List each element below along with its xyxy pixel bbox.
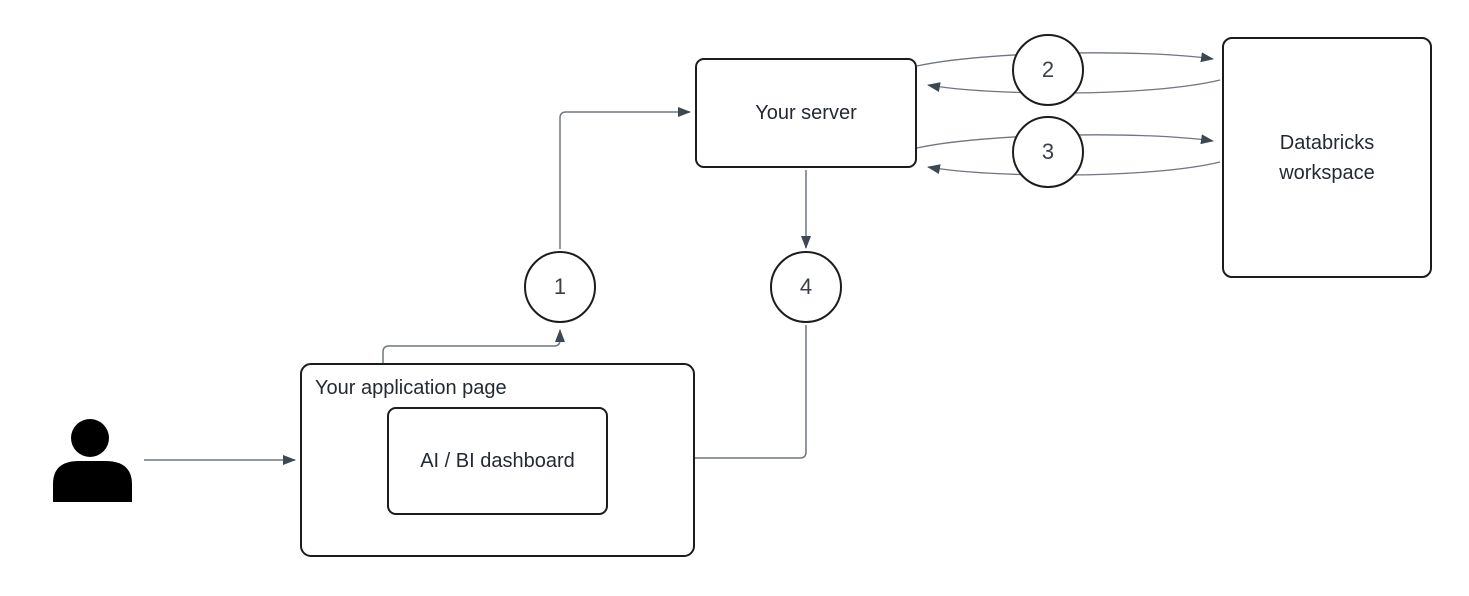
- person-icon: [53, 419, 132, 502]
- node-databricks-workspace: Databricks workspace: [1222, 37, 1432, 278]
- step-badge-3: 3: [1012, 116, 1084, 188]
- server-label: Your server: [755, 102, 857, 124]
- node-your-server: Your server: [695, 58, 917, 168]
- dashboard-label: AI / BI dashboard: [420, 450, 575, 472]
- step-3-number: 3: [1041, 139, 1055, 164]
- step-4-number: 4: [799, 274, 813, 299]
- application-page-label: Your application page: [315, 377, 507, 399]
- databricks-label: Databricks workspace: [1279, 131, 1375, 184]
- node-ai-bi-dashboard: AI / BI dashboard: [387, 407, 608, 515]
- step-badge-4: 4: [770, 251, 842, 323]
- arrow-step-4-to-dashboard: [613, 325, 807, 463]
- step-1-number: 1: [553, 274, 567, 299]
- step-badge-2: 2: [1012, 34, 1084, 106]
- arrow-app-page-to-step-1: [382, 329, 565, 363]
- step-badge-1: 1: [524, 251, 596, 323]
- step-2-number: 2: [1041, 57, 1055, 82]
- arrow-step-1-to-server: [559, 107, 691, 249]
